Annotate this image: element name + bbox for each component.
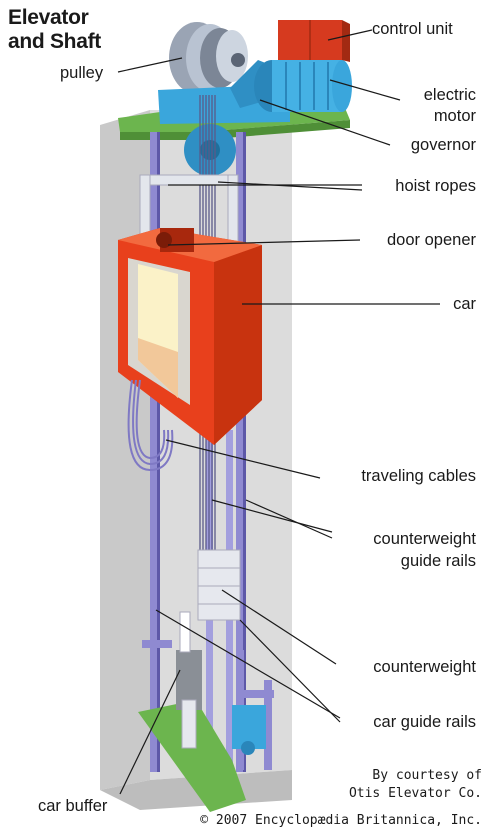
- car-guide-rails: [150, 132, 246, 772]
- counterweight: [197, 549, 241, 621]
- elevator-car: [118, 228, 262, 445]
- credit-line-1: By courtesy of: [372, 768, 482, 783]
- label-car-buffer: car buffer: [38, 797, 108, 815]
- pulley: [169, 22, 248, 94]
- label-door-opener: door opener: [387, 231, 476, 249]
- label-counterweight-guide-rails-line1: counterweight: [373, 530, 476, 548]
- control-unit: [278, 20, 350, 62]
- label-hoist-ropes: hoist ropes: [395, 177, 476, 195]
- label-car: car: [453, 295, 476, 313]
- pit-platform: [138, 700, 246, 812]
- label-counterweight: counterweight: [373, 658, 476, 676]
- label-counterweight-guide-rails-line2: guide rails: [400, 552, 476, 570]
- label-control-unit: control unit: [372, 20, 453, 38]
- label-electric-motor-line2: motor: [433, 107, 476, 125]
- leader-lines: [117, 29, 440, 795]
- label-pulley: pulley: [60, 64, 104, 82]
- label-governor: governor: [410, 136, 476, 154]
- label-traveling-cables: traveling cables: [361, 467, 476, 485]
- diagram-title: Elevator and Shaft: [8, 6, 101, 53]
- counterweight-buffer: [232, 705, 266, 755]
- copyright-line: © 2007 Encyclopædia Britannica, Inc.: [200, 813, 482, 828]
- traveling-cables: [127, 379, 174, 472]
- credit-line-2: Otis Elevator Co.: [348, 786, 482, 801]
- label-electric-motor-line1: electric: [423, 86, 476, 104]
- electric-motor: [254, 60, 352, 112]
- door-opener: [156, 228, 194, 252]
- car-buffer: [176, 611, 202, 749]
- label-car-guide-rails: car guide rails: [373, 713, 476, 731]
